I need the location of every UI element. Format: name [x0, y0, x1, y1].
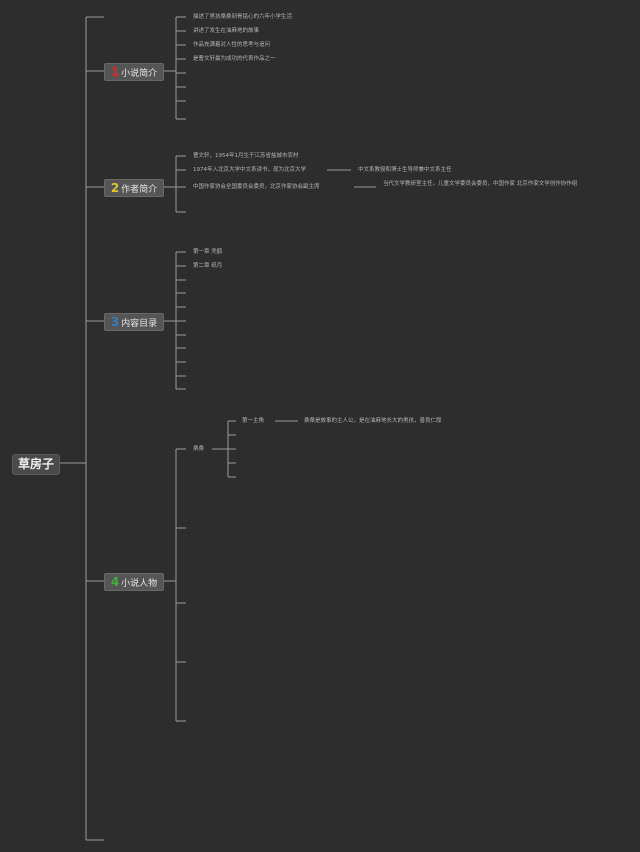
- subtopic[interactable]: 桑桑是故事的主人公，是在油麻地长大的男孩，善良仁厚: [304, 418, 442, 424]
- branch-label: 小说人物: [121, 579, 158, 589]
- subtopic[interactable]: 第一主角: [242, 418, 265, 424]
- subtopic[interactable]: 中文系教授和博士生导师兼中文系主任: [358, 167, 452, 173]
- branch-label: 作者简介: [121, 185, 158, 195]
- leaf-topic[interactable]: 中国作家协会全国委员会委员，北京作家协会副主席: [193, 184, 320, 190]
- leaf-topic[interactable]: 描述了男孩桑桑刻骨铭心的六年小学生活: [193, 14, 293, 20]
- branch-number: 1: [110, 65, 120, 79]
- leaf-topic[interactable]: 1974年入北京大学中文系读书，现为北京大学: [193, 167, 306, 173]
- branch-label: 内容目录: [121, 319, 158, 329]
- branch-number: 2: [110, 181, 120, 195]
- character-item[interactable]: 桑桑: [193, 446, 205, 452]
- branch-number: 3: [110, 315, 120, 329]
- leaf-topic[interactable]: 是曹文轩最为成功的代表作品之一: [193, 56, 276, 62]
- subtopic[interactable]: 当代文学教研室主任，儿童文学委员会委员，中国作家 北京作家文学创作协作组: [383, 181, 578, 187]
- chapter-item[interactable]: 第二章 纸月: [193, 263, 223, 269]
- branch-number: 4: [110, 575, 120, 589]
- chapter-item[interactable]: 第一章 秃鹤: [193, 249, 223, 255]
- leaf-topic[interactable]: 曹文轩，1954年1月生于江苏省盐城市农村: [193, 153, 299, 159]
- branch-label: 小说简介: [121, 69, 158, 79]
- root-topic[interactable]: 草房子: [12, 454, 60, 475]
- leaf-topic[interactable]: 讲述了发生在油麻地的故事: [193, 28, 260, 34]
- leaf-topic[interactable]: 作品充满着对人性的思考与追问: [193, 42, 271, 48]
